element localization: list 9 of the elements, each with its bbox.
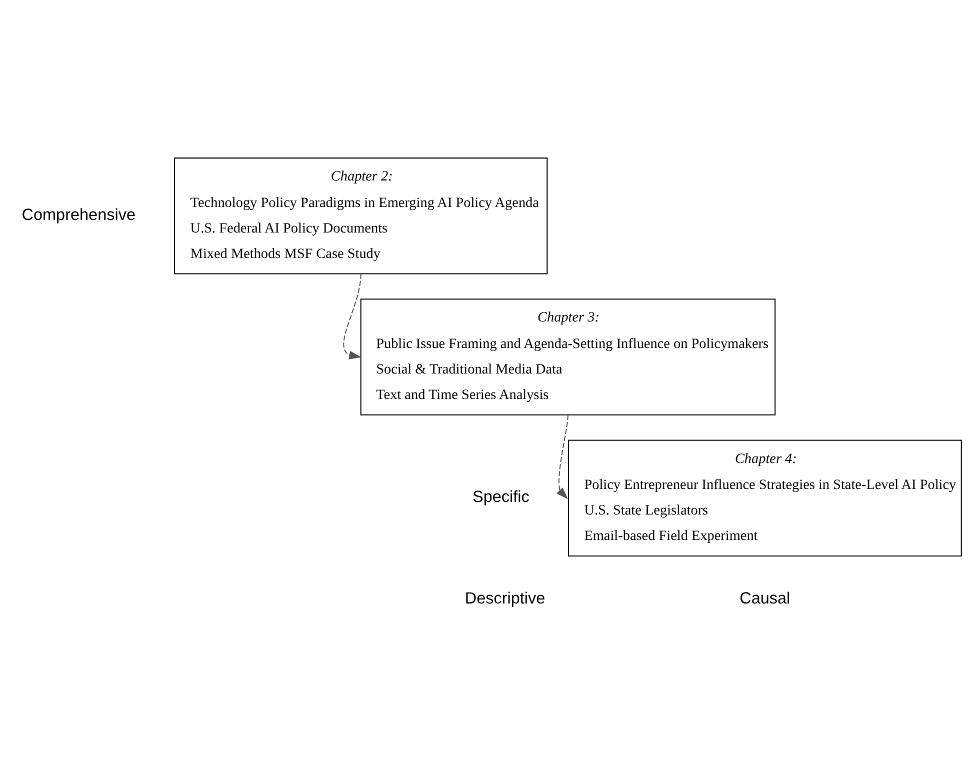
arrow <box>343 273 362 359</box>
label: Descriptive <box>464 589 546 608</box>
label: Specific <box>472 488 530 506</box>
label: Comprehensive <box>22 205 136 224</box>
node-box: Chapter 3: Public Issue Framing and Agenda-Setting Influence on Policymakers Social & Traditional Media Data Text and Time Series Analysis <box>360 298 776 415</box>
arrow <box>556 414 568 499</box>
label: Causal <box>740 589 790 608</box>
node-box: Chapter 2: Technology Policy Paradigms in Emerging AI Policy Agenda U.S. Federal AI Policy Documents Mixed Methods MSF Case Study <box>174 157 548 274</box>
node-box: Chapter 4: Policy Entrepreneur Influence Strategies in State-Level AI Policy U.S. State Legislators Email-based Field Experiment <box>568 439 962 556</box>
